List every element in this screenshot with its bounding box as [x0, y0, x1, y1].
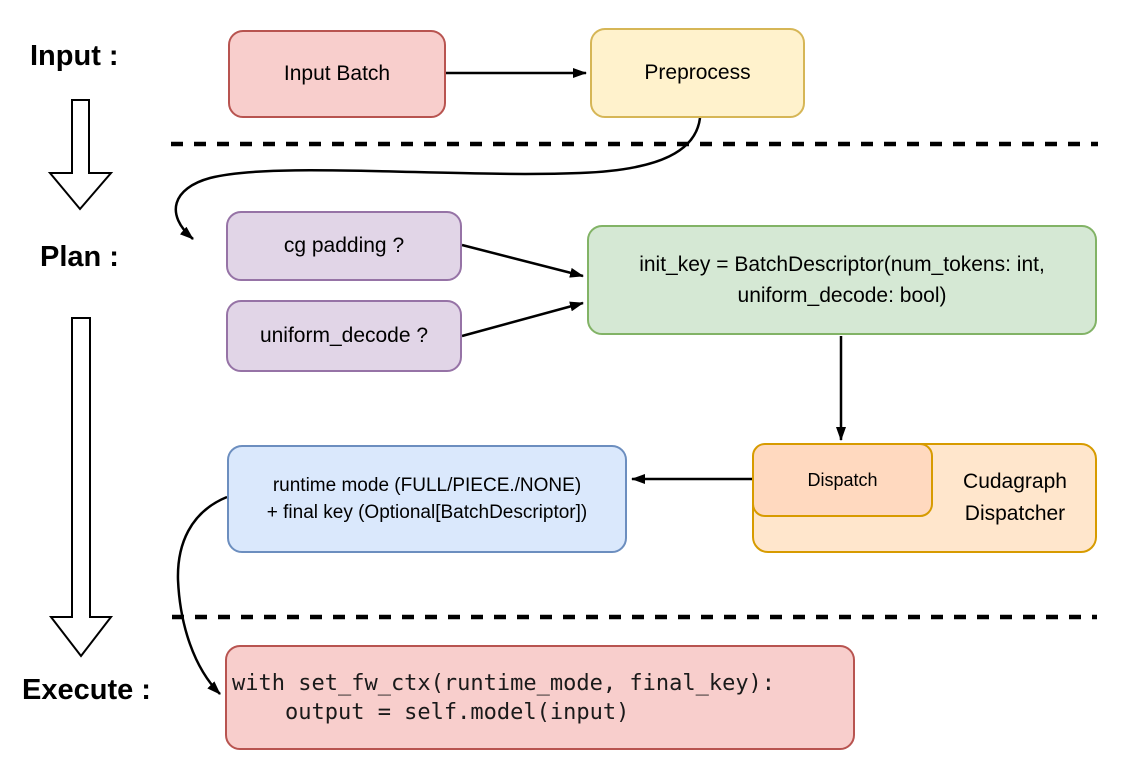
node-cudagraph-dispatcher-label: Cudagraph Dispatcher — [933, 466, 1097, 530]
node-preprocess: Preprocess — [590, 28, 805, 118]
connector-cgpadding-initkey — [461, 243, 584, 278]
connector-preprocess-cgpadding — [174, 117, 702, 240]
node-input-batch-label: Input Batch — [283, 62, 391, 85]
node-input-batch: Input Batch — [228, 30, 446, 118]
node-runtime-mode-line1: runtime mode (FULL/PIECE./NONE) — [272, 475, 582, 496]
node-init-key-line1: init_key = BatchDescriptor(num_tokens: i… — [639, 253, 1045, 276]
node-cg-padding-label: cg padding ? — [283, 234, 405, 257]
stage-label-input: Input : — [30, 40, 119, 72]
connector-runtimemode-executecode — [176, 495, 228, 695]
node-runtime-mode: runtime mode (FULL/PIECE./NONE) + final … — [227, 445, 627, 553]
node-init-key-line2: uniform_decode: bool) — [737, 284, 947, 307]
node-dispatch-label: Dispatch — [807, 470, 878, 490]
node-cg-padding: cg padding ? — [226, 211, 462, 281]
node-uniform-decode: uniform_decode ? — [226, 300, 462, 372]
node-runtime-mode-line2: + final key (Optional[BatchDescriptor]) — [266, 502, 588, 523]
execute-code-line1: with set_fw_ctx(runtime_mode, final_key)… — [232, 670, 776, 696]
cudagraph-line2: Dispatcher — [964, 502, 1066, 525]
node-dispatch: Dispatch — [752, 443, 933, 517]
stage-label-plan: Plan : — [40, 241, 119, 273]
node-uniform-decode-label: uniform_decode ? — [259, 324, 429, 347]
stage-label-execute: Execute : — [22, 674, 151, 706]
execute-code-line2: output = self.model(input) — [232, 699, 630, 725]
plan-execute-stage-arrow-icon — [48, 317, 114, 658]
input-stage-arrow-icon — [47, 99, 114, 211]
cudagraph-line1: Cudagraph — [963, 470, 1067, 493]
node-execute-code: with set_fw_ctx(runtime_mode, final_key)… — [225, 645, 855, 750]
node-init-key: init_key = BatchDescriptor(num_tokens: i… — [587, 225, 1097, 335]
node-preprocess-label: Preprocess — [644, 61, 751, 84]
connector-uniformdecode-initkey — [461, 301, 584, 338]
